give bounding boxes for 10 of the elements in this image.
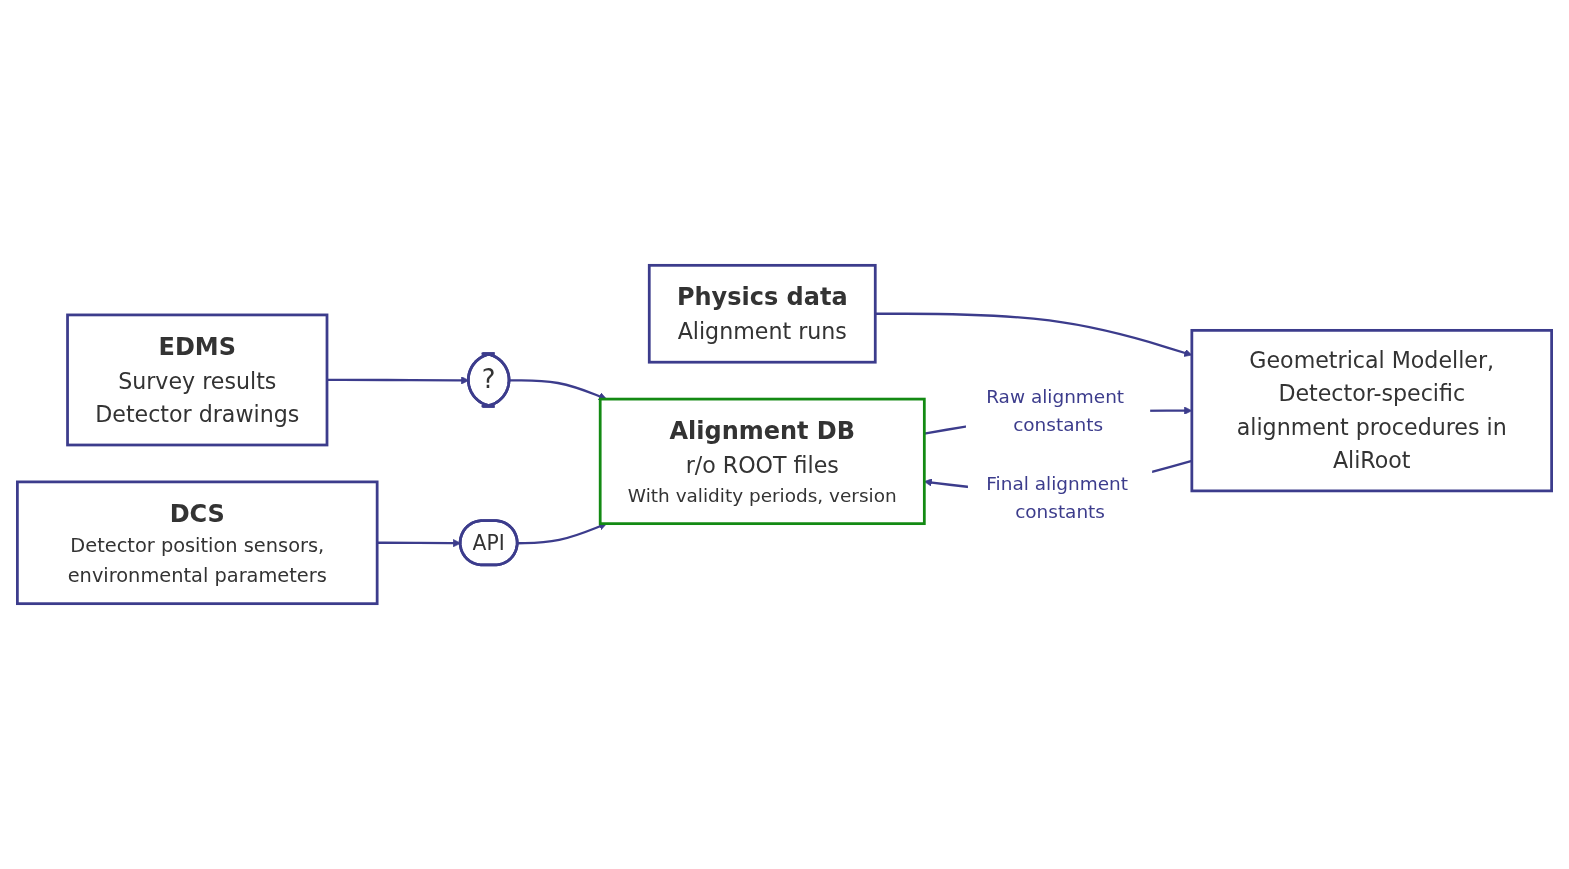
node-box: Geometrical Modeller, Detector-specific alignment procedures in AliRoot xyxy=(1190,329,1553,493)
node-box: Physics data Alignment runs xyxy=(647,263,877,364)
edge-label: Final alignment constants xyxy=(986,472,1128,523)
arrow xyxy=(509,379,607,401)
arrow xyxy=(517,522,607,545)
node-box: DCS Detector position sensors, environmental parameters xyxy=(16,480,379,606)
node-box: Alignment DB r/o ROOT files With validity periods, version xyxy=(598,397,926,526)
edge-label: Raw alignment constants xyxy=(986,385,1125,436)
arrow xyxy=(377,539,461,548)
node-box: EDMS Survey results Detector drawings xyxy=(66,313,329,447)
